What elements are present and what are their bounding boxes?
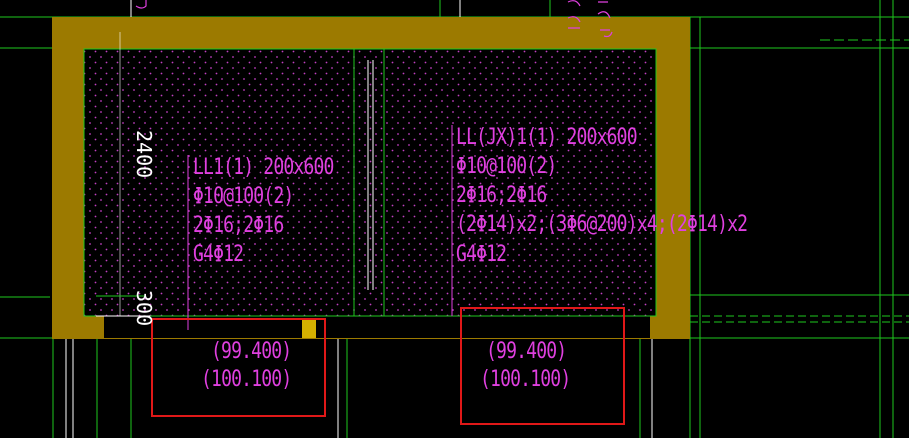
- highlight-box-left[interactable]: [151, 318, 326, 417]
- dimension-depth-label: 300: [132, 290, 156, 327]
- beam-right-line-4: (2Φ14)x2;(3Φ6@200)x4;(2Φ14)x2: [456, 212, 748, 237]
- beam-right-line-5: G4Φ12: [456, 242, 507, 267]
- dimension-height-label: 2400: [132, 130, 156, 179]
- beam-right-line-1: LL(JX)1(1) 200x600: [456, 125, 638, 150]
- beam-right-line-3: 2Φ16;2Φ16: [456, 183, 547, 208]
- beam-right-elevation-1: (99.400): [486, 339, 567, 364]
- beam-left-line-3: 2Φ16;2Φ16: [193, 213, 284, 238]
- beam-right-elevation-2: (100.100): [480, 367, 571, 392]
- partition-lines: [96, 32, 453, 330]
- beam-left-line-4: G4Φ12: [193, 242, 244, 267]
- beam-left-elevation-1: (99.400): [211, 339, 292, 364]
- cutoff-annotations: [135, 0, 613, 38]
- beam-left-line-1: LL1(1) 200x600: [193, 155, 334, 180]
- highlight-box-right[interactable]: [460, 307, 625, 425]
- wall-frame: [52, 17, 690, 339]
- beam-left-elevation-2: (100.100): [201, 367, 292, 392]
- beam-right-line-2: Φ10@100(2): [456, 154, 557, 179]
- beam-left-line-2: Φ10@100(2): [193, 184, 294, 209]
